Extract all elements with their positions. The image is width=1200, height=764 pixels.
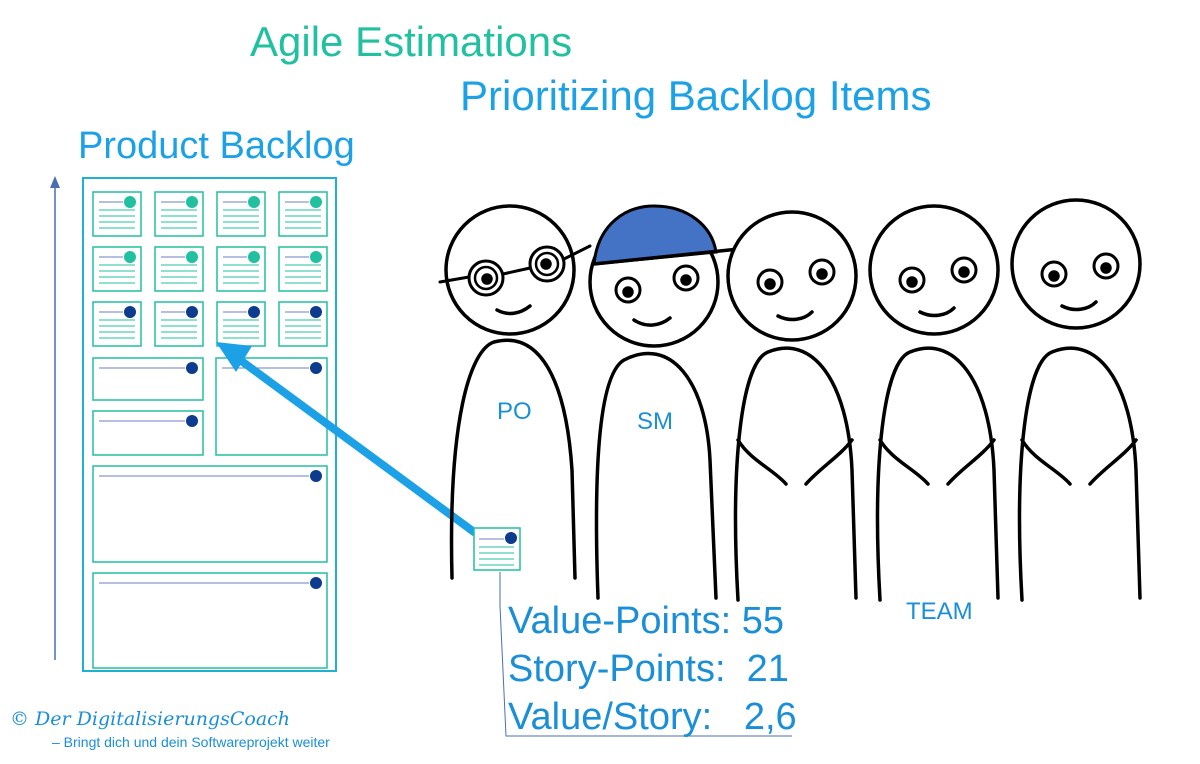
card-priority-dot [186, 362, 198, 374]
backlog-card[interactable] [215, 357, 328, 456]
role-label-team: TEAM [906, 598, 973, 625]
card-priority-dot [310, 470, 322, 482]
card-priority-dot [186, 196, 198, 208]
card-priority-dot [124, 306, 136, 318]
person-team-3 [1010, 198, 1142, 602]
role-label-po: PO [497, 398, 532, 425]
metric-value-points: Value-Points: 55 [508, 600, 785, 642]
metric-value-per-story: Value/Story: 2,6 [508, 696, 797, 738]
backlog-card[interactable] [92, 301, 142, 347]
backlog-card[interactable] [92, 410, 204, 456]
backlog-card[interactable] [154, 301, 204, 347]
backlog-card[interactable] [278, 246, 328, 292]
page-title: Agile Estimations [250, 18, 573, 65]
card-priority-dot [248, 196, 260, 208]
backlog-card[interactable] [278, 191, 328, 237]
card-priority-dot [248, 306, 260, 318]
card-priority-dot [310, 306, 322, 318]
backlog-box [82, 177, 337, 672]
prioritize-arrow-head-icon [216, 342, 252, 372]
person-po [438, 204, 592, 580]
backlog-cards [92, 191, 328, 669]
footer-brand: © Der DigitalisierungsCoach [10, 708, 291, 730]
backlog-label: Product Backlog [78, 125, 355, 167]
card-priority-dot [186, 306, 198, 318]
card-priority-dot [124, 196, 136, 208]
page-subtitle: Prioritizing Backlog Items [460, 72, 932, 119]
backlog-card[interactable] [216, 246, 266, 292]
prioritize-arrow [228, 350, 478, 536]
backlog-card[interactable] [278, 301, 328, 347]
person-sm [588, 204, 770, 600]
backlog-card[interactable] [92, 357, 204, 401]
cap-icon [592, 204, 718, 266]
card-priority-dot [310, 577, 322, 589]
backlog-card[interactable] [92, 246, 142, 292]
metric-story-points: Story-Points: 21 [508, 648, 789, 690]
backlog-card[interactable] [92, 572, 328, 669]
backlog-card[interactable] [216, 191, 266, 237]
backlog-card[interactable] [154, 246, 204, 292]
person-team-2 [868, 204, 1000, 602]
backlog-card[interactable] [92, 465, 328, 563]
card-priority-dot [310, 251, 322, 263]
card-priority-dot [310, 196, 322, 208]
role-label-sm: SM [637, 408, 673, 435]
backlog-card[interactable] [154, 191, 204, 237]
new-item-card[interactable] [473, 527, 521, 571]
person-team-1 [726, 210, 858, 602]
card-priority-dot [186, 251, 198, 263]
priority-axis-arrow-icon [50, 176, 60, 188]
card-priority-dot [310, 362, 322, 374]
card-priority-dot [124, 251, 136, 263]
backlog-card[interactable] [216, 301, 266, 347]
card-priority-dot [186, 415, 198, 427]
footer-tagline: – Bringt dich und dein Softwareprojekt w… [52, 734, 330, 750]
metrics-callout-line [499, 572, 792, 737]
card-priority-dot [248, 251, 260, 263]
backlog-card[interactable] [92, 191, 142, 237]
